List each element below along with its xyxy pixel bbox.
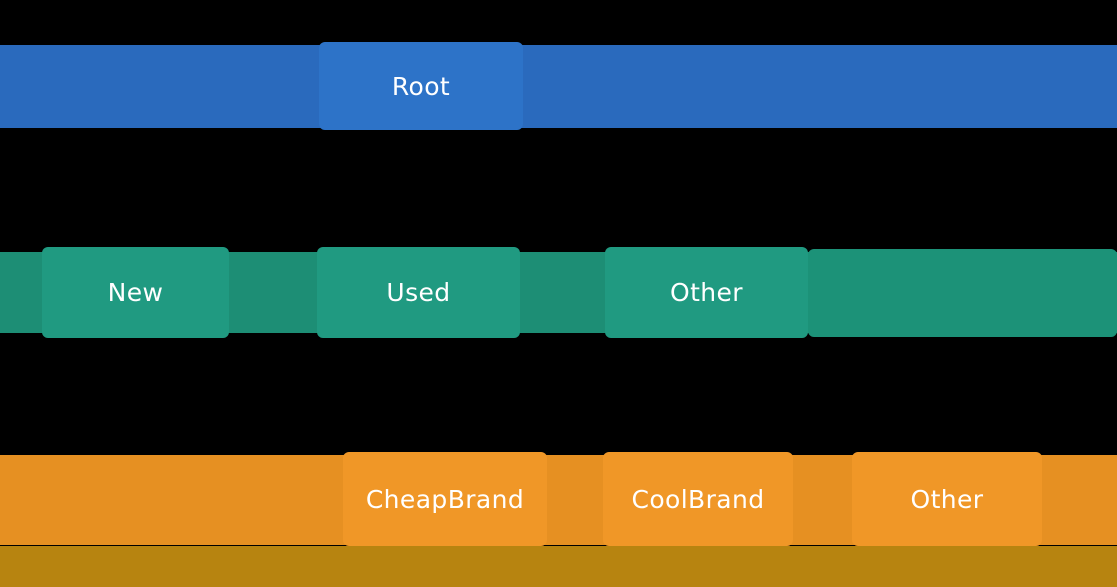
level-1-unlabeled-node[interactable] <box>808 249 1117 337</box>
node-other-condition[interactable]: Other <box>605 247 808 338</box>
node-coolbrand[interactable]: CoolBrand <box>603 452 793 546</box>
node-other-condition-label: Other <box>670 278 743 307</box>
node-cheapbrand[interactable]: CheapBrand <box>343 452 547 546</box>
node-used-label: Used <box>386 278 451 307</box>
node-coolbrand-label: CoolBrand <box>631 484 765 514</box>
level-0-band <box>0 45 1117 128</box>
node-root-label: Root <box>391 71 451 101</box>
node-used[interactable]: Used <box>317 247 520 338</box>
node-other-brand-label: Other <box>910 484 984 514</box>
deeper-level-strip <box>0 546 1117 587</box>
node-new-label: New <box>107 278 164 307</box>
node-other-brand[interactable]: Other <box>852 452 1042 546</box>
node-cheapbrand-label: CheapBrand <box>365 484 525 514</box>
node-root[interactable]: Root <box>319 42 523 130</box>
node-new[interactable]: New <box>42 247 229 338</box>
